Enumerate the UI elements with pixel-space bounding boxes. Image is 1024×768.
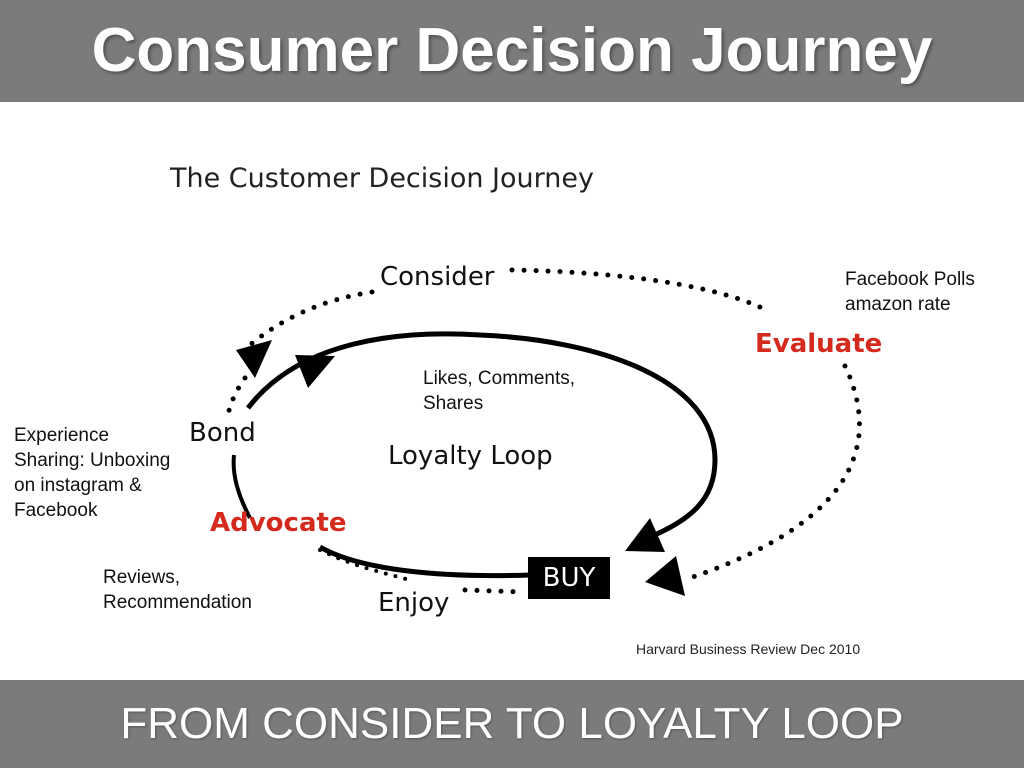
- note-line: on instagram &: [14, 475, 142, 496]
- loyalty-loop-left: [231, 454, 252, 519]
- slide-title: Consumer Decision Journey: [91, 16, 933, 85]
- stage-enjoy: Enjoy: [378, 588, 450, 618]
- stage-evaluate: Evaluate: [755, 329, 883, 359]
- stage-consider: Consider: [380, 262, 495, 292]
- note-evaluate: Facebook Polls amazon rate: [845, 267, 975, 317]
- note-line: Experience: [14, 425, 110, 446]
- note-line: Reviews,: [103, 567, 181, 588]
- diagram-title: The Customer Decision Journey: [170, 163, 594, 194]
- loyalty-loop-label: Loyalty Loop: [388, 441, 553, 471]
- enjoy-buy-dotted: [462, 587, 525, 595]
- evaluate-buy-dotted: [687, 363, 862, 581]
- consider-bond-dotted: [247, 289, 375, 348]
- note-loop: Likes, Comments, Shares: [423, 366, 575, 416]
- arrowhead-icon: [645, 556, 685, 596]
- bond-dotted: [225, 375, 248, 418]
- loyalty-loop-arc: [246, 331, 718, 540]
- source-credit: Harvard Business Review Dec 2010: [636, 641, 861, 657]
- note-line: amazon rate: [845, 294, 951, 315]
- note-line: Facebook Polls: [845, 269, 975, 290]
- note-line: Facebook: [14, 500, 98, 521]
- header-band: Consumer Decision Journey: [0, 0, 1024, 102]
- note-line: Likes, Comments,: [423, 368, 576, 389]
- consider-evaluate-dotted: [509, 267, 773, 315]
- arrowhead-icon: [236, 340, 272, 378]
- stage-buy: BUY: [528, 557, 610, 599]
- stage-bond: Bond: [189, 418, 256, 448]
- note-line: Recommendation: [103, 592, 252, 613]
- stage-advocate: Advocate: [210, 508, 347, 538]
- slide-subtitle: FROM CONSIDER TO LOYALTY LOOP: [120, 699, 904, 748]
- advocate-enjoy-dotted: [318, 548, 412, 582]
- footer-band: FROM CONSIDER TO LOYALTY LOOP: [0, 680, 1024, 768]
- loyalty-loop-bottom: [318, 544, 531, 579]
- note-bond: Experience Sharing: Unboxing on instagra…: [14, 423, 170, 523]
- note-line: Sharing: Unboxing: [14, 450, 171, 471]
- arrowhead-icon: [625, 518, 665, 552]
- arrowhead-icon: [295, 355, 335, 388]
- note-line: Shares: [423, 393, 484, 414]
- note-advocate: Reviews, Recommendation: [103, 565, 252, 615]
